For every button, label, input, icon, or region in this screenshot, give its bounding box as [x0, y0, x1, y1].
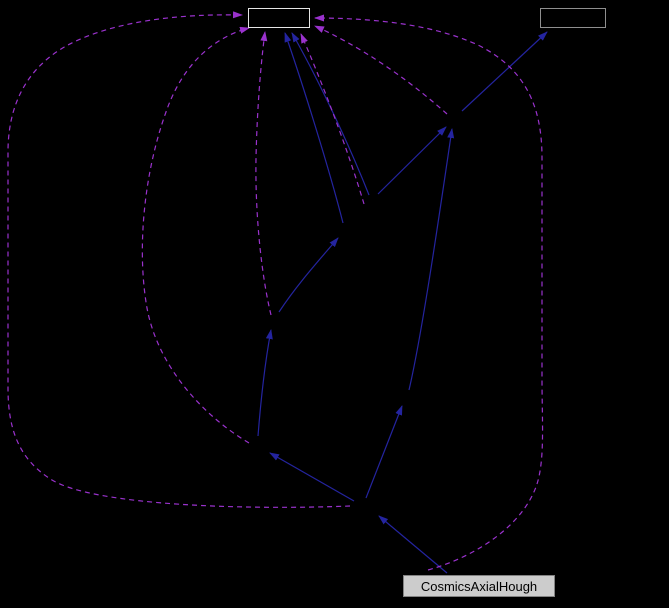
- node-cosmics-axial-hough: CosmicsAxialHough: [403, 575, 555, 597]
- node-base-class-top-left[interactable]: [248, 8, 310, 28]
- edge-hidden-node-b-to-base-top-left: [291, 32, 370, 196]
- edge-hidden-node-e-to-hidden-node-d: [257, 329, 273, 437]
- node-label-cosmics-axial-hough: CosmicsAxialHough: [420, 579, 538, 594]
- edge-hidden-node-c-to-base-top-left: [284, 32, 344, 224]
- edge-hidden-node-a-to-base-top-right: [461, 31, 548, 112]
- edge-hidden-node-b-to-base-top-left: [300, 33, 365, 205]
- edge-hidden-node-e-to-base-top-left: [141, 26, 250, 444]
- edge-hidden-node-g-to-hidden-node-a: [408, 128, 455, 391]
- edge-hidden-node-b-to-hidden-node-a: [377, 126, 447, 195]
- edge-cosmics-axial-hough-to-base-top-left: [314, 14, 544, 571]
- edge-hidden-node-f-to-base-top-left: [7, 11, 351, 508]
- node-base-class-top-right[interactable]: [540, 8, 606, 28]
- edge-hidden-node-a-to-base-top-left: [314, 25, 448, 115]
- edge-cosmics-axial-hough-to-hidden-node-f: [378, 515, 448, 574]
- edge-hidden-node-d-to-hidden-node-c: [278, 237, 339, 313]
- edge-hidden-node-d-to-base-top-left: [255, 31, 272, 316]
- edge-hidden-node-f-to-hidden-node-g: [365, 405, 403, 499]
- edge-hidden-node-f-to-hidden-node-e: [269, 452, 355, 502]
